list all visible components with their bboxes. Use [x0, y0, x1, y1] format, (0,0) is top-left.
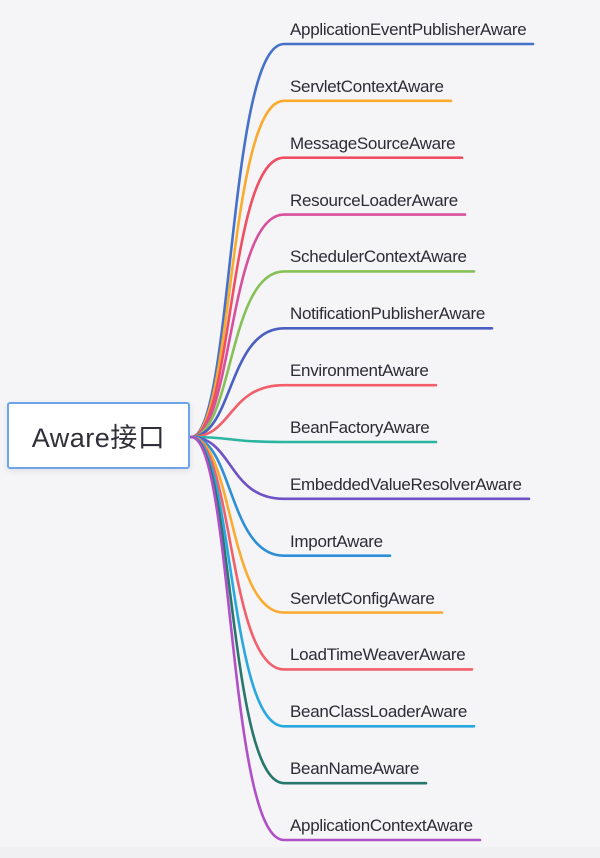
branch-curve-9 [189, 435, 392, 558]
branch-curve-5 [189, 326, 494, 439]
branch-node-3[interactable]: ResourceLoaderAware [290, 190, 458, 210]
branch-node-0[interactable]: ApplicationEventPublisherAware [290, 20, 527, 39]
branch-curve-4 [189, 270, 476, 439]
branch-curve-6 [189, 383, 438, 439]
branch-node-5[interactable]: NotificationPublisherAware [290, 304, 486, 324]
branch-node-8[interactable]: EmbeddedValueResolverAware [290, 474, 522, 494]
branch-node-6[interactable]: EnvironmentAware [290, 361, 429, 381]
branch-node-9[interactable]: ImportAware [290, 531, 383, 551]
branch-node-2[interactable]: MessageSourceAware [290, 133, 456, 153]
branch-node-10[interactable]: ServletConfigAware [290, 588, 435, 608]
branch-curve-2 [189, 156, 464, 439]
branch-curve-7 [189, 435, 438, 444]
branch-node-1[interactable]: ServletContextAware [290, 76, 444, 96]
bottom-strip [0, 847, 600, 858]
branch-node-4[interactable]: SchedulerContextAware [290, 247, 467, 267]
branch-node-12[interactable]: BeanClassLoaderAware [290, 702, 468, 722]
branch-curve-8 [189, 435, 531, 501]
branch-curve-10 [189, 435, 444, 614]
root-node-label: Aware接口 [31, 423, 166, 453]
branch-node-13[interactable]: BeanNameAware [290, 759, 420, 779]
branch-node-11[interactable]: LoadTimeWeaverAware [290, 645, 466, 665]
branch-node-7[interactable]: BeanFactoryAware [290, 418, 430, 437]
root-node[interactable]: Aware接口 [7, 402, 190, 469]
branch-node-14[interactable]: ApplicationContextAware [290, 816, 473, 835]
branch-curve-14 [189, 435, 482, 842]
branch-curve-3 [189, 213, 467, 439]
